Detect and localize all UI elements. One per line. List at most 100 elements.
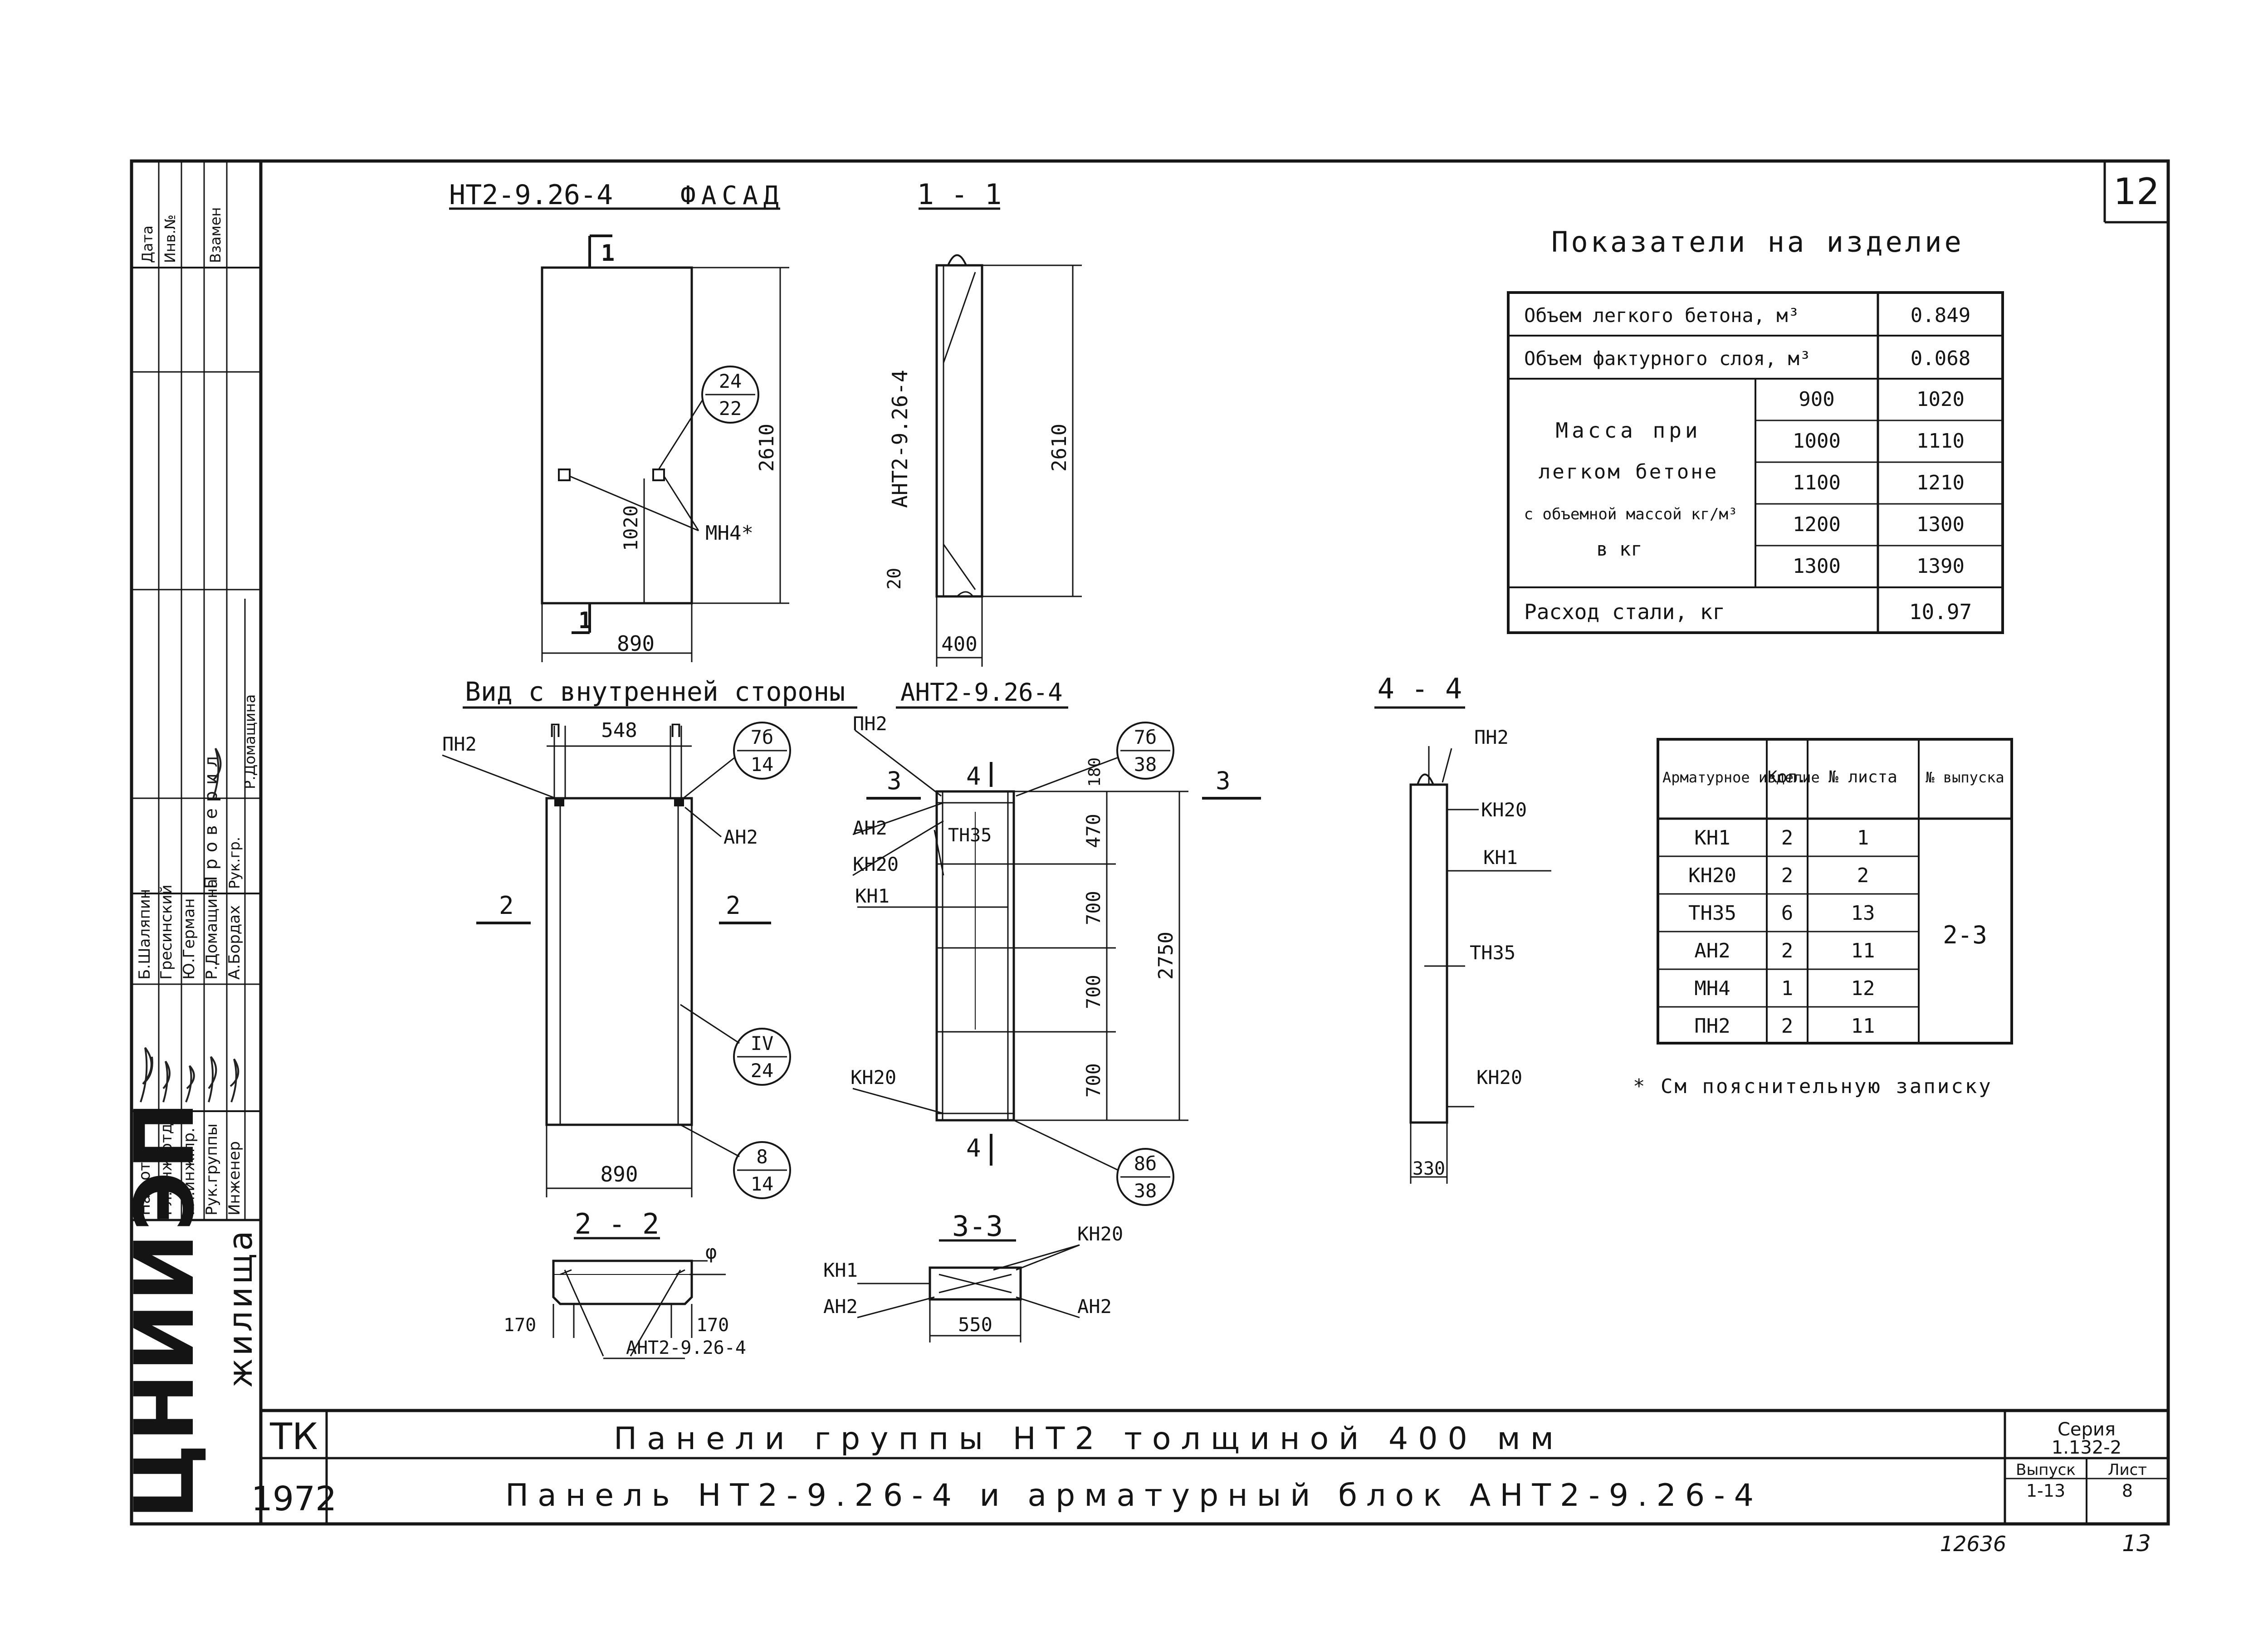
facade-callout-top: 24 [719, 370, 742, 392]
section-4-4-view [1374, 706, 1551, 1184]
indicator-row-2-value: 0.068 [1911, 347, 1970, 370]
block-view-title: АНТ2-9.26-4 [900, 678, 1063, 707]
stamp-number: 12636 [1940, 1532, 2006, 1556]
issue-value: 1-13 [2026, 1481, 2065, 1501]
inner-view-dim-width: 890 [600, 1162, 638, 1186]
stamp-replace-label: Взамен [207, 207, 224, 263]
reinf-header-sheet: № листа [1828, 768, 1897, 786]
section-1-1-title: 1 - 1 [917, 178, 1002, 211]
facade-section-mark-bottom: 1 [578, 607, 592, 634]
title-code: ТК [269, 1416, 318, 1458]
block-view-tn35: ТН35 [948, 825, 992, 846]
section-3-3-an2-right: АН2 [1077, 1295, 1112, 1318]
reinf-row-2-sheet: 2 [1857, 864, 1869, 887]
section-3-3-kn1: КН1 [823, 1259, 858, 1281]
indicators-table [1507, 291, 2004, 634]
block-view-callout-bot-bottom: 38 [1134, 1180, 1157, 1202]
mass-value-4: 1300 [1916, 513, 1965, 536]
reinf-row-4-item: АН2 [1694, 939, 1730, 962]
stamp-role-4: Рук.группы [203, 1123, 221, 1215]
reinf-row-3-qty: 6 [1781, 902, 1794, 925]
reinf-row-6-item: ПН2 [1694, 1015, 1730, 1038]
reinf-header-item: Арматурное изделие [1662, 769, 1820, 786]
reinf-release: 2-3 [1943, 921, 1987, 949]
issue-label: Выпуск [2016, 1461, 2076, 1479]
stamp-name-1: Б.Шаляпин [136, 889, 154, 980]
reinf-row-5-qty: 1 [1781, 977, 1794, 1000]
section-2-2-phi: φ [705, 1241, 717, 1263]
section-2-2-label: АНТ2-9.26-4 [626, 1337, 746, 1358]
facade-dim-height: 2610 [755, 424, 778, 472]
inner-view-title: Вид с внутренней стороны [465, 676, 845, 707]
sheet-value: 8 [2122, 1481, 2133, 1501]
facade-title-suffix: ФАСАД [680, 181, 784, 210]
stamp-role-5: Инженер [225, 1141, 244, 1215]
facade-section-mark-top: 1 [601, 240, 615, 266]
reinf-header-release: № выпуска [1926, 769, 2004, 786]
mass-label-line-1: Масса при [1555, 418, 1701, 443]
stamp-name-5: А.Бордах [225, 905, 244, 980]
stamp-check-name: Р.Домащина [241, 694, 259, 789]
block-view-dim-700c: 700 [1082, 1063, 1105, 1098]
steel-label: Расход стали, кг [1524, 600, 1725, 624]
facade-view [449, 207, 789, 662]
block-view-callout-bot-top: 8б [1134, 1152, 1157, 1175]
section-4-4-kn1: КН1 [1483, 846, 1518, 869]
block-view-pn2: ПН2 [853, 713, 887, 735]
section-1-1-dim-width: 400 [941, 633, 977, 656]
block-view-kn1: КН1 [855, 885, 890, 907]
inner-view-dim-548: 548 [601, 719, 637, 742]
block-view-mark3-right: 3 [1216, 766, 1231, 795]
block-view-dim-180: 180 [1085, 757, 1104, 787]
section-2-2-title: 2 - 2 [575, 1207, 660, 1240]
inner-view-callout1-bottom: 14 [751, 753, 774, 776]
section-2-2-dim-left: 170 [503, 1315, 536, 1336]
stamp-role-3: Гл.инж.пр. [180, 1128, 198, 1215]
reinf-row-3-sheet: 13 [1851, 902, 1875, 925]
block-view-dim-2750: 2750 [1154, 932, 1178, 980]
reinf-row-1-sheet: 1 [1857, 826, 1869, 849]
mass-label-line-4: в кг [1596, 538, 1642, 560]
side-stamp [132, 161, 261, 1221]
inner-view [442, 706, 857, 1199]
block-view-mark4-top: 4 [966, 762, 981, 791]
reinf-row-2-item: КН20 [1688, 864, 1736, 887]
reinf-row-6-sheet: 11 [1851, 1015, 1875, 1038]
inner-view-mark2-right: 2 [726, 891, 741, 920]
block-view-callout-top-bottom: 38 [1134, 753, 1157, 776]
reinf-row-6-qty: 2 [1781, 1015, 1794, 1038]
mass-label-line-2: легком бетоне [1539, 460, 1718, 483]
facade-title: НТ2-9.26-4 [449, 179, 613, 211]
indicator-row-1-value: 0.849 [1911, 304, 1970, 327]
inner-view-pn2: ПН2 [442, 733, 477, 755]
facade-mn-label: МН4* [705, 522, 753, 545]
mass-density-3: 1100 [1793, 471, 1841, 494]
block-view [852, 706, 1261, 1206]
facade-callout-bottom: 22 [719, 397, 742, 420]
signatures [140, 747, 240, 1103]
series-value: 1.132-2 [2052, 1437, 2121, 1458]
mass-value-5: 1390 [1916, 555, 1965, 578]
section-4-4-dim-330: 330 [1413, 1158, 1445, 1179]
stamp-name-2: Гресинский [157, 884, 176, 980]
section-3-3-kn20: КН20 [1077, 1223, 1123, 1245]
sheet-frame [130, 159, 2170, 1526]
section-4-4-kn20-top: КН20 [1481, 799, 1527, 821]
block-view-dim-700b: 700 [1082, 975, 1105, 1009]
section-2-2-dim-right: 170 [696, 1315, 729, 1336]
section-3-3-title: 3-3 [952, 1210, 1003, 1243]
inner-view-an2: АН2 [723, 826, 758, 848]
mass-density-2: 1000 [1793, 430, 1841, 453]
indicators-title: Показатели на изделие [1551, 225, 1964, 259]
stamp-role-2: Гл.инж.отд. [157, 1118, 176, 1215]
section-2-2-view [552, 1237, 726, 1359]
stamp-date-label: Дата [139, 225, 156, 263]
indicator-row-2-label: Объем фактурного слоя, м³ [1524, 347, 1811, 370]
block-view-an2: АН2 [853, 817, 887, 839]
reinf-row-4-sheet: 11 [1851, 939, 1875, 962]
mass-density-4: 1200 [1793, 513, 1841, 536]
inner-view-mark2-left: 2 [499, 891, 514, 920]
inner-view-callout2-top: IV [751, 1032, 774, 1054]
section-4-4-kn20-bottom: КН20 [1476, 1066, 1522, 1089]
